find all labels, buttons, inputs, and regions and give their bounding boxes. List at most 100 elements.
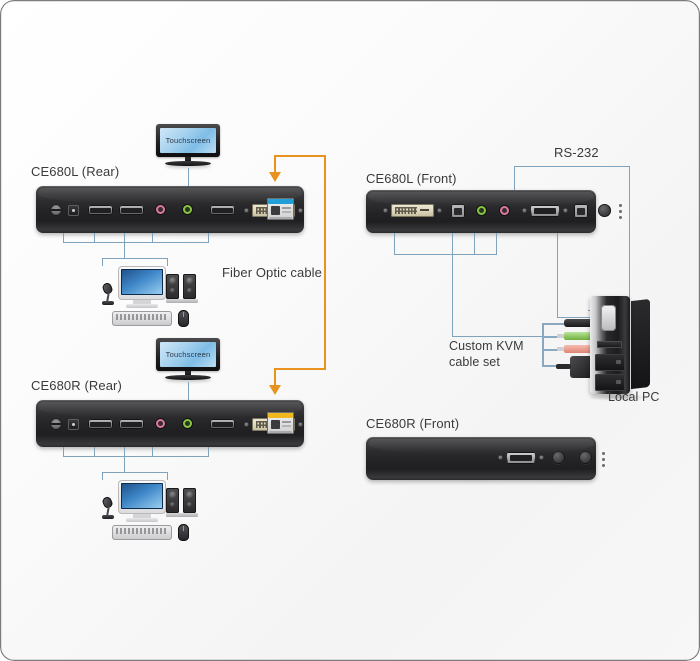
audio-jack-green-icon[interactable] xyxy=(182,204,193,215)
mic-base xyxy=(102,515,114,519)
device-ce680r-front[interactable] xyxy=(366,437,605,480)
audio-jack-green-icon[interactable] xyxy=(476,205,487,216)
mic-base xyxy=(102,301,114,305)
monitor-stand xyxy=(133,300,151,304)
hdmi-port-2-icon[interactable] xyxy=(119,205,144,215)
db9-screw-right-icon xyxy=(539,455,544,460)
ce680r-rear-bus-2 xyxy=(102,472,168,474)
touchscreen-top-base xyxy=(165,161,211,166)
console-top-speakers xyxy=(166,274,198,304)
led-indicator-2-icon xyxy=(619,210,622,213)
push-button-2-icon[interactable] xyxy=(579,451,592,464)
ce680l-rear-branch-v2 xyxy=(94,233,96,243)
ce680l-rear-branch-v3 xyxy=(124,233,126,258)
console-bottom-mouse xyxy=(178,524,189,541)
usb-b-2-line-horizontal xyxy=(557,317,592,319)
led-indicator-1-icon xyxy=(619,204,622,207)
serial-db9-port-icon[interactable] xyxy=(530,205,560,217)
monitor-base xyxy=(126,304,158,308)
monitor-screen xyxy=(121,483,163,509)
touchscreen-bottom: Touchscreen xyxy=(156,338,220,382)
fiber-sfp-module-blue-icon[interactable] xyxy=(267,198,294,220)
dc-jack-icon[interactable] xyxy=(68,204,79,216)
touchscreen-bottom-neck xyxy=(185,371,191,376)
sfp-line-1 xyxy=(282,207,291,209)
cable-wire-pink xyxy=(542,349,564,351)
hdmi-port-1-icon[interactable] xyxy=(88,205,113,215)
fiber-sfp-module-yellow-icon[interactable] xyxy=(267,412,294,434)
rs232-label: RS-232 xyxy=(554,145,599,160)
fiber-line-drop-top xyxy=(274,155,276,177)
pc-drive-bay-1 xyxy=(595,354,625,371)
sfp-line-1 xyxy=(282,421,291,423)
front-branch-green xyxy=(474,233,476,255)
ce680r-rear-branch-v2 xyxy=(94,447,96,457)
cable-wire-usb xyxy=(542,323,564,325)
ce680l-rear-branch-right xyxy=(167,258,169,266)
dvi-port-icon[interactable] xyxy=(391,204,434,217)
led-indicator-3-icon xyxy=(602,464,605,467)
pc-front-bezel-panel xyxy=(601,305,616,331)
audio-jack-pink-icon[interactable] xyxy=(155,204,166,215)
power-socket-icon[interactable] xyxy=(50,204,62,216)
rs232-line-to-pc xyxy=(629,166,631,311)
touchscreen-top-neck xyxy=(185,157,191,162)
dvi-screw-right-icon xyxy=(298,422,303,427)
ce680l-rear-branch-left xyxy=(102,258,104,266)
device-ce680r-rear[interactable] xyxy=(36,400,304,447)
touchscreen-bottom-label: Touchscreen xyxy=(165,350,211,359)
local-pc-label: Local PC xyxy=(608,390,660,404)
sfp-window xyxy=(271,420,280,429)
pc-side-panel xyxy=(631,298,650,390)
touchscreen-bottom-screen: Touchscreen xyxy=(160,342,216,367)
sfp-cap xyxy=(268,413,293,418)
front-bus-drop xyxy=(452,254,454,337)
push-button-icon[interactable] xyxy=(598,204,611,217)
push-button-1-icon[interactable] xyxy=(552,451,565,464)
device-ce680l-rear[interactable] xyxy=(36,186,304,233)
monitor-screen xyxy=(121,269,163,295)
power-socket-icon[interactable] xyxy=(50,418,62,430)
rs232-line-horizontal xyxy=(514,166,630,168)
cable-wire-green xyxy=(542,336,564,338)
sfp-line-2 xyxy=(282,211,291,213)
audio-jack-pink-icon[interactable] xyxy=(499,205,510,216)
ce680l-rear-bus xyxy=(63,242,209,244)
custom-kvm-label-line1: Custom KVM xyxy=(449,339,524,353)
console-bottom-microphone xyxy=(100,495,116,520)
green-audio-connector-icon xyxy=(557,332,600,340)
usb-type-b-port-1-icon[interactable] xyxy=(451,204,465,218)
console-top-microphone xyxy=(100,281,116,306)
touchscreen-top-screen: Touchscreen xyxy=(160,128,216,153)
front-branch-dvi xyxy=(394,233,396,255)
db9-pins xyxy=(510,455,532,461)
dvi-bar xyxy=(420,209,429,211)
hdmi-port-3-icon[interactable] xyxy=(210,205,235,215)
pc-shadow xyxy=(588,394,650,401)
db9-screw-left-icon xyxy=(498,455,503,460)
audio-jack-green-icon[interactable] xyxy=(182,418,193,429)
touchscreen-top: Touchscreen xyxy=(156,124,220,168)
sfp-line-2 xyxy=(282,425,291,427)
dvi-pins xyxy=(395,207,417,214)
ce680r-rear-branch-right xyxy=(167,472,169,480)
speaker-base xyxy=(166,513,198,517)
usb-type-b-port-2-icon[interactable] xyxy=(574,204,588,218)
dvi-screw-left-icon xyxy=(244,422,249,427)
ce680r-rear-branch-left xyxy=(102,472,104,480)
serial-db9-port-icon[interactable] xyxy=(506,452,536,464)
dc-jack-icon[interactable] xyxy=(68,418,79,430)
fiber-optic-cable-label: Fiber Optic cable xyxy=(222,265,322,280)
speaker-base xyxy=(166,299,198,303)
led-indicator-3-icon xyxy=(619,216,622,219)
hdmi-port-3-icon[interactable] xyxy=(210,419,235,429)
hdmi-port-1-icon[interactable] xyxy=(88,419,113,429)
ce680l-rear-branch-v4 xyxy=(152,233,154,243)
device-ce680l-front[interactable] xyxy=(366,190,622,233)
console-top-mouse xyxy=(178,310,189,327)
audio-jack-pink-icon[interactable] xyxy=(155,418,166,429)
ce680l-rear-label: CE680L (Rear) xyxy=(31,164,120,179)
hdmi-port-2-icon[interactable] xyxy=(119,419,144,429)
ce680l-rear-bus-2 xyxy=(102,258,168,260)
